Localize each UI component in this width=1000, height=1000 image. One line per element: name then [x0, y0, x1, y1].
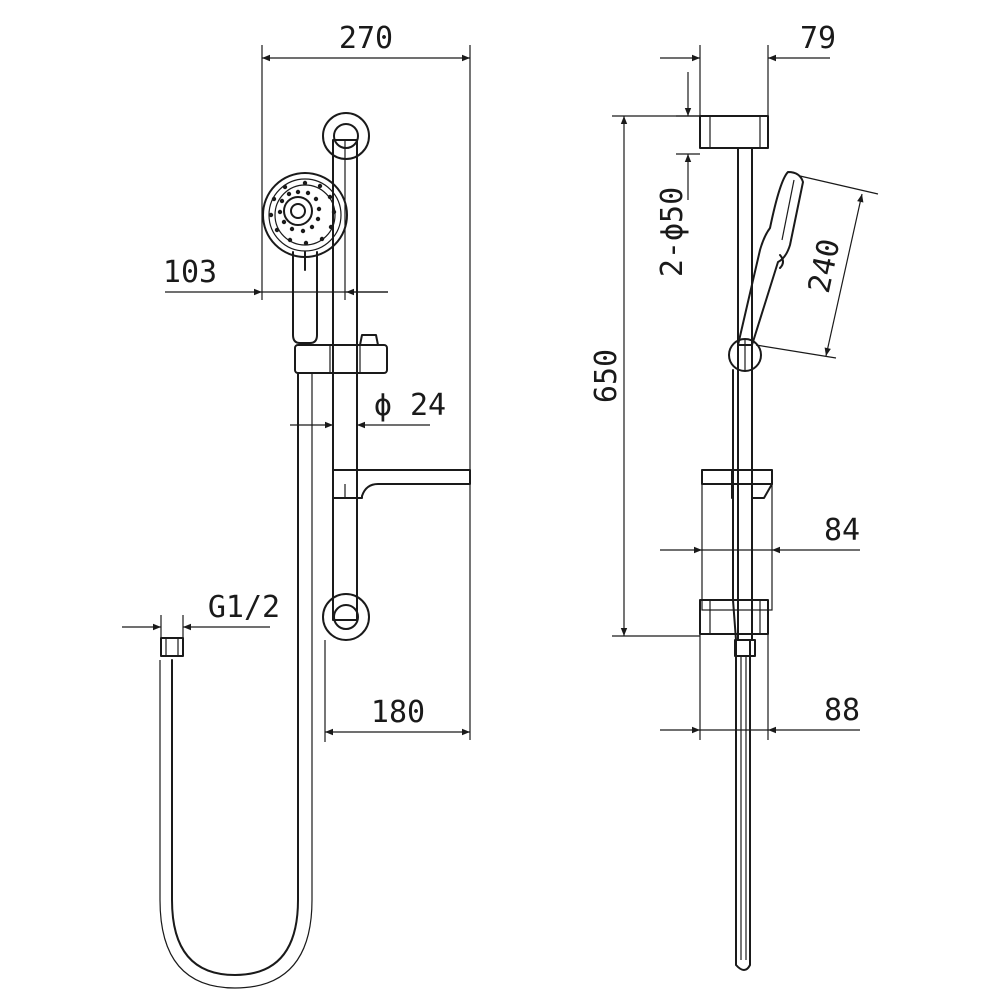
dim-label-bracket-diameter: 2-ϕ50 — [655, 187, 690, 277]
dim-label-650: 650 — [589, 349, 624, 403]
dim-label-103: 103 — [163, 255, 217, 290]
dim-rail-diameter: ϕ 24 — [290, 388, 446, 435]
dim-label-rail-diameter: ϕ 24 — [374, 388, 446, 423]
dim-bracket-diameter: 2-ϕ50 — [655, 72, 700, 277]
dim-width-total: 270 — [261, 21, 471, 740]
soap-shelf — [332, 469, 471, 499]
shower-hose-front — [159, 372, 313, 989]
dim-label-88: 88 — [824, 693, 860, 728]
dim-hose-thread: G1/2 — [122, 590, 280, 640]
dim-label-thread: G1/2 — [208, 590, 280, 625]
dim-handset-length: 240 — [755, 175, 879, 359]
top-wall-bracket — [322, 112, 370, 160]
dim-label-180: 180 — [371, 695, 425, 730]
dim-label-270: 270 — [339, 21, 393, 56]
side-rail — [737, 147, 753, 641]
slide-rail — [332, 139, 358, 621]
dim-bottom-depth: 88 — [660, 634, 860, 740]
dim-top-depth: 79 — [660, 21, 836, 116]
spray-nozzles — [268, 180, 337, 246]
dim-label-84: 84 — [824, 513, 860, 548]
slide-holder — [294, 334, 388, 374]
dim-rail-height: 650 — [589, 115, 700, 637]
shower-hose-side — [732, 369, 756, 971]
dim-label-240: 240 — [802, 236, 848, 296]
dim-label-79: 79 — [800, 21, 836, 56]
side-view: 79 2-ϕ50 650 240 84 — [589, 21, 879, 971]
hand-shower-side — [728, 171, 804, 372]
hand-shower-front — [262, 172, 348, 344]
bottom-wall-bracket — [322, 593, 370, 641]
front-view: 270 103 ϕ 24 G1/2 180 — [122, 21, 471, 989]
dim-handset-offset: 103 — [163, 255, 388, 296]
side-top-bracket — [699, 115, 769, 149]
dim-bracket-depth: 180 — [324, 640, 470, 742]
dim-mid-depth: 84 — [660, 513, 860, 554]
